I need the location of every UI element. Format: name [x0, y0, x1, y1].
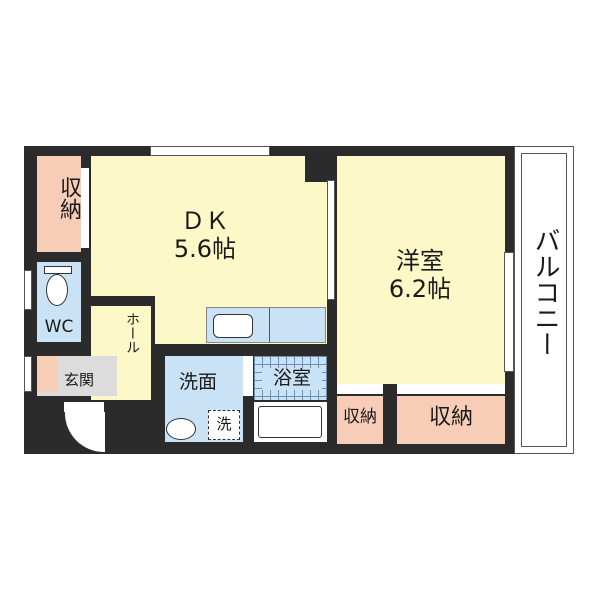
- window-entrance: [24, 356, 32, 392]
- balcony: バルコニー: [514, 146, 574, 454]
- wall-notch: [305, 156, 327, 182]
- entrance-label: 玄関: [63, 371, 94, 389]
- washer-space: [208, 410, 240, 440]
- washroom-door[interactable]: [243, 356, 253, 396]
- washbasin: [166, 418, 196, 440]
- toilet-bowl: [46, 274, 68, 306]
- kitchen-divider: [269, 308, 270, 342]
- wc-label: WC: [44, 317, 74, 337]
- storage-large-label: 収納: [428, 405, 473, 430]
- western-label: 洋室 6.2帖: [360, 247, 480, 303]
- room-dk-left-strip: [91, 156, 155, 296]
- toilet-tank: [44, 266, 72, 274]
- western-name: 洋室: [396, 247, 444, 275]
- closet-door-large[interactable]: [397, 384, 505, 394]
- entrance-door[interactable]: [64, 402, 104, 412]
- room-western[interactable]: [337, 156, 505, 384]
- washer-label: 洗: [216, 415, 232, 433]
- storage-small[interactable]: [337, 396, 383, 444]
- dk-label: ＤＫ 5.6帖: [150, 207, 260, 263]
- kitchen-sink: [213, 314, 253, 338]
- window-wc: [24, 270, 32, 310]
- shoe-box: [37, 356, 57, 392]
- storage-small-label: 収納: [343, 407, 377, 427]
- closet-door-small[interactable]: [337, 384, 383, 394]
- bathtub: [254, 402, 327, 442]
- storage-left-door[interactable]: [81, 168, 89, 248]
- window-dk-western: [327, 180, 335, 300]
- window-balcony[interactable]: [504, 252, 514, 372]
- bathtub-basin: [258, 406, 322, 438]
- kitchen-counter: [206, 307, 326, 343]
- western-size: 6.2帖: [388, 274, 452, 303]
- dk-size: 5.6帖: [173, 234, 237, 263]
- washroom-label: 洗面: [178, 371, 217, 393]
- storage-left[interactable]: [37, 156, 81, 252]
- hall-label: ホール: [124, 312, 140, 354]
- storage-left-label: 収納: [56, 176, 81, 220]
- storage-large[interactable]: [397, 396, 505, 444]
- dk-name: ＤＫ: [181, 207, 229, 235]
- bath-label: 浴室: [262, 367, 322, 390]
- window-dk-top: [150, 146, 270, 156]
- balcony-label: バルコニー: [530, 227, 560, 357]
